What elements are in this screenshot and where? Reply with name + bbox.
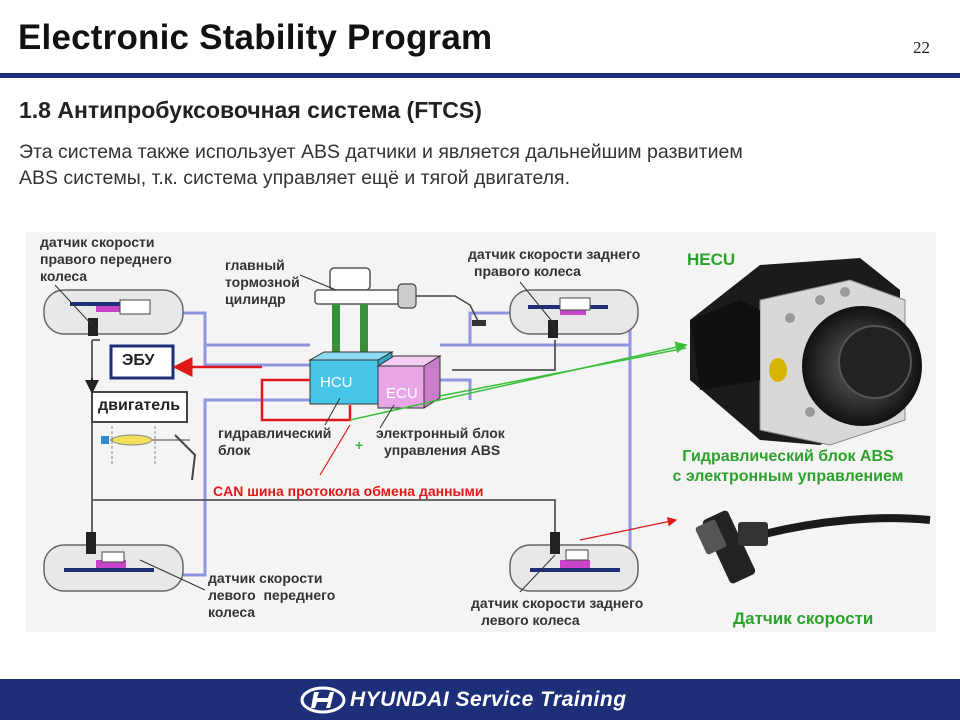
wheel-rear-right bbox=[509, 289, 639, 338]
abs-hydraulic-caption: Гидравлический блок ABS с электронным уп… bbox=[672, 448, 904, 485]
hcu-label: HCU bbox=[320, 374, 353, 391]
footer-brand: HYUNDAI bbox=[350, 688, 450, 711]
page-number: 22 bbox=[913, 38, 930, 57]
wheel-rear-left bbox=[509, 532, 639, 592]
wheel-front-right bbox=[43, 289, 184, 336]
ecu-block bbox=[376, 355, 442, 409]
engine-box bbox=[91, 391, 188, 423]
slide-title: Electronic Stability Program bbox=[18, 18, 493, 57]
front-right-sensor-label: датчик скорости правого переднего колеса bbox=[40, 234, 172, 284]
header-rule bbox=[0, 73, 960, 78]
throttle bbox=[101, 426, 197, 481]
hydraulic-block-label: гидравлический блок bbox=[218, 425, 332, 458]
front-left-sensor-label: датчик скорости левого переднего колеса bbox=[208, 570, 336, 620]
rear-right-sensor-label: датчик скорости заднего правого колеса bbox=[468, 246, 641, 279]
footer-bar bbox=[0, 679, 960, 720]
footer-text: HYUNDAI Service Training bbox=[350, 688, 627, 712]
electronic-block-label: электронный блок управления ABS bbox=[376, 425, 505, 458]
engine-label: двигатель bbox=[98, 397, 181, 414]
master-cylinder-label: главный тормозной цилиндр bbox=[225, 257, 300, 307]
hecu-illustration bbox=[690, 258, 922, 446]
hyundai-logo-icon bbox=[300, 686, 346, 714]
hecu-label: HECU bbox=[687, 250, 736, 269]
footer-training: Service Training bbox=[455, 688, 627, 711]
ecu-label: ECU bbox=[386, 385, 418, 402]
can-bus-line bbox=[260, 378, 352, 422]
intro-line-1: Эта система также использует ABS датчики… bbox=[19, 141, 743, 163]
intro-line-2: ABS системы, т.к. система управляет ещё … bbox=[19, 167, 570, 189]
wheel-front-left bbox=[43, 532, 184, 592]
brake-lines bbox=[183, 311, 632, 577]
master-cylinder bbox=[314, 267, 486, 356]
plus-sign: + bbox=[355, 437, 364, 453]
engine-ecu-box bbox=[109, 344, 175, 380]
speed-sensor-caption: Датчик скорости bbox=[733, 609, 874, 628]
rear-left-sensor-label: датчик скорости заднего левого колеса bbox=[471, 595, 644, 628]
engine-ecu-label: ЭБУ bbox=[122, 352, 155, 369]
speed-sensor-illustration bbox=[695, 510, 931, 584]
can-bus-label: CAN шина протокола обмена данными bbox=[213, 483, 484, 499]
section-title: 1.8 Антипробуксовочная система (FTCS) bbox=[19, 97, 482, 123]
